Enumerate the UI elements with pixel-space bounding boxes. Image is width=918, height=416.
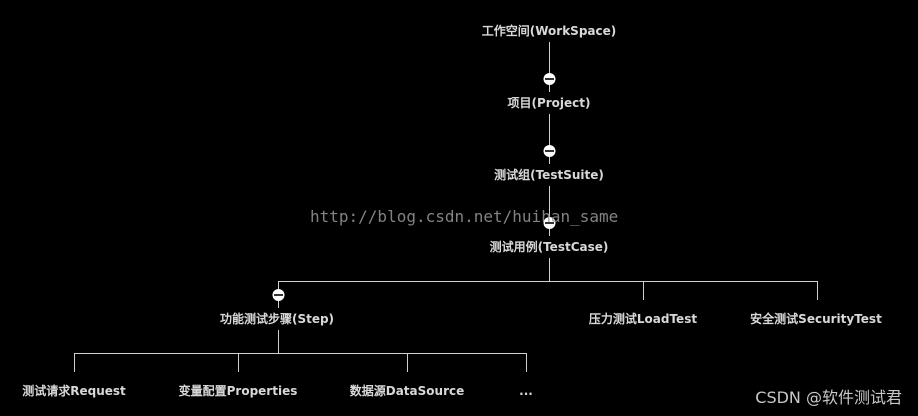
node-step: 功能测试步骤(Step) [220,311,334,326]
collapse-toggle-suite[interactable] [543,217,556,229]
node-securitytest: 安全测试SecurityTest [750,311,882,326]
node-datasource: 数据源DataSource [350,383,465,398]
node-project: 项目(Project) [507,96,590,110]
collapse-toggle-project[interactable] [543,145,556,157]
node-testcase: 测试用例(TestCase) [490,239,609,254]
watermark-url: http://blog.csdn.net/huihan_same [310,207,619,226]
collapse-toggle-workspace[interactable] [543,73,556,85]
node-testsuite: 测试组(TestSuite) [494,167,604,182]
collapse-toggle-testcase[interactable] [272,289,285,301]
credit-label: CSDN @软件测试君 [755,388,902,407]
node-properties: 变量配置Properties [179,383,298,398]
node-more: ... [519,384,533,398]
node-loadtest: 压力测试LoadTest [589,311,697,326]
tree-edges [74,42,818,372]
node-workspace: 工作空间(WorkSpace) [482,23,617,38]
node-request: 测试请求Request [22,383,126,398]
